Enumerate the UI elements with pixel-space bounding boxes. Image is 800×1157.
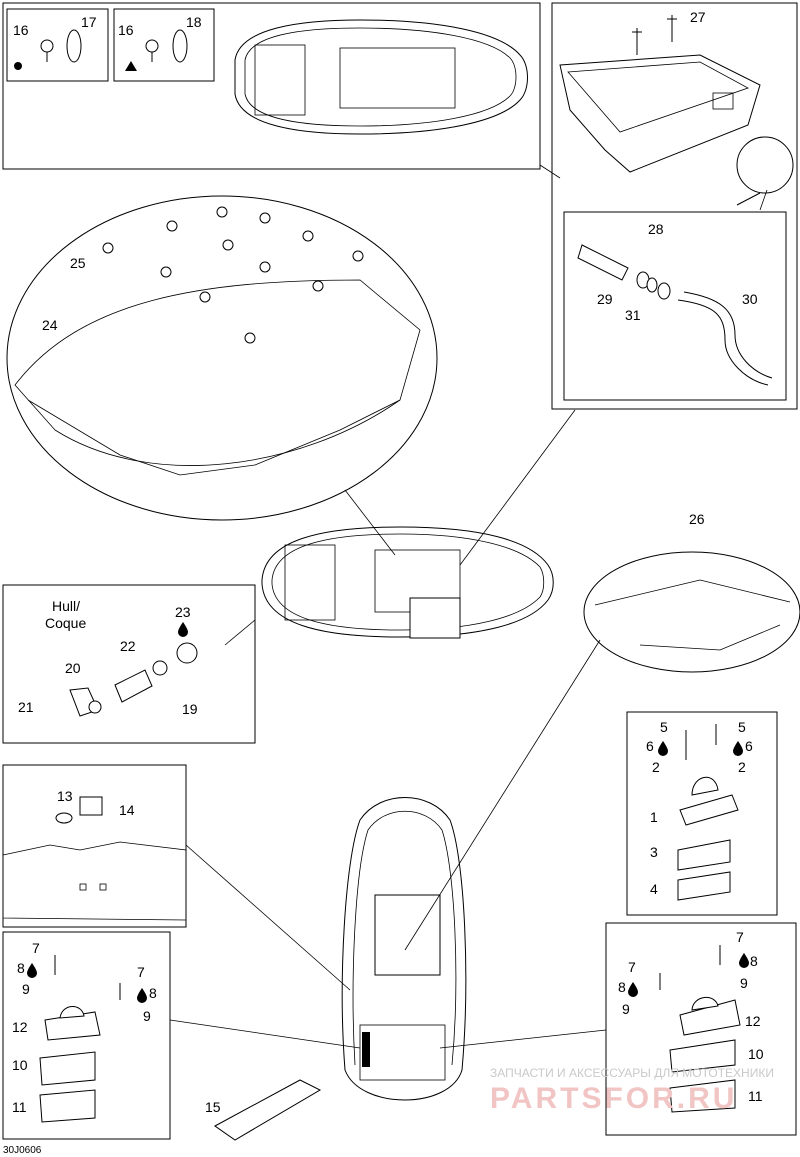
loctite-drop-icon (628, 982, 638, 997)
top-left-inset (2, 2, 541, 170)
label-9a: 9 (22, 981, 30, 997)
label-20: 20 (65, 660, 81, 676)
label-10a: 10 (12, 1057, 28, 1073)
label-17: 17 (81, 14, 97, 30)
connector-lines (169, 164, 768, 1049)
loctite-drop-icon (137, 988, 147, 1003)
label-16b: 16 (118, 22, 134, 38)
fastener-27a (632, 28, 642, 55)
loctite-drop-icon (658, 741, 668, 756)
screw-16a (40, 39, 54, 62)
watermark-line2: PARTSFOR.RU (490, 1082, 737, 1115)
label-18: 18 (186, 14, 202, 30)
label-8a: 8 (17, 960, 25, 976)
label-9c: 9 (740, 975, 748, 991)
label-10b: 10 (748, 1046, 764, 1062)
label-7d: 7 (628, 959, 636, 975)
bottom-right-inset (605, 922, 797, 1136)
detail-circle-24 (6, 195, 438, 521)
right-inset-1-6 (626, 711, 778, 916)
craft-top-view-small (234, 19, 528, 135)
label-15: 15 (205, 1099, 221, 1115)
label-7a: 7 (32, 940, 40, 956)
circle-marker-icon (14, 62, 22, 70)
label-5b: 5 (738, 719, 746, 735)
label-11b: 11 (748, 1088, 763, 1104)
label-6b: 6 (745, 738, 753, 754)
label-25: 25 (70, 255, 86, 271)
loctite-drop-icon (733, 741, 743, 756)
label-11a: 11 (12, 1099, 27, 1115)
label-14: 14 (119, 802, 135, 818)
label-7c: 7 (736, 929, 744, 945)
label-21: 21 (18, 699, 34, 715)
left-inset-13-14 (2, 764, 187, 928)
craft-top-view-middle (261, 526, 554, 639)
loctite-drop-icon (27, 963, 37, 978)
coque-label: Coque (45, 615, 86, 631)
label-8d: 8 (618, 979, 626, 995)
pad-15 (214, 1079, 322, 1141)
label-27: 27 (690, 9, 706, 25)
bottom-left-inset (2, 931, 171, 1140)
label-24: 24 (42, 317, 58, 333)
label-28: 28 (648, 221, 664, 237)
loctite-drop-icon (739, 953, 749, 968)
label-1: 1 (650, 809, 658, 825)
detail-circle-26 (583, 551, 800, 673)
drain-fitting-28 (577, 244, 671, 300)
fastener-27b (667, 15, 677, 42)
label-5a: 5 (660, 719, 668, 735)
label-13: 13 (57, 788, 73, 804)
label-30: 30 (742, 291, 758, 307)
label-9b: 9 (143, 1008, 151, 1024)
cable-tie-17 (66, 29, 82, 63)
detail-circle (736, 136, 794, 194)
storage-bin (559, 54, 761, 173)
label-12b: 12 (745, 1013, 761, 1029)
cable-tie-18 (172, 29, 188, 63)
label-6a: 6 (646, 738, 654, 754)
label-7b: 7 (137, 964, 145, 980)
label-23: 23 (175, 604, 191, 620)
label-8c: 8 (750, 953, 758, 969)
top-right-inset (551, 2, 798, 410)
hull-label: Hull/ (52, 598, 80, 614)
label-3: 3 (650, 844, 658, 860)
rivet-grid-25 (102, 206, 364, 344)
label-19: 19 (182, 701, 198, 717)
label-9d: 9 (622, 1001, 630, 1017)
craft-bottom-view (341, 797, 467, 1101)
label-29: 29 (597, 291, 613, 307)
left-inset-19-23 (2, 584, 256, 744)
loctite-drop-icon (178, 622, 188, 637)
hose-30 (677, 299, 769, 386)
label-4: 4 (650, 881, 658, 897)
label-2b: 2 (738, 759, 746, 775)
screw-16b (145, 39, 159, 62)
triangle-marker-icon (125, 61, 137, 71)
figure-code: 30J0606 (3, 1145, 42, 1156)
label-2a: 2 (652, 759, 660, 775)
label-16a: 16 (13, 22, 29, 38)
label-12a: 12 (12, 1019, 28, 1035)
label-22: 22 (120, 638, 136, 654)
label-26: 26 (689, 511, 705, 527)
watermark-line1: ЗАПЧАСТИ И АКСЕССУАРЫ ДЛЯ МОТОТЕХНИКИ (490, 1066, 774, 1080)
label-31: 31 (625, 307, 641, 323)
label-8b: 8 (149, 985, 157, 1001)
